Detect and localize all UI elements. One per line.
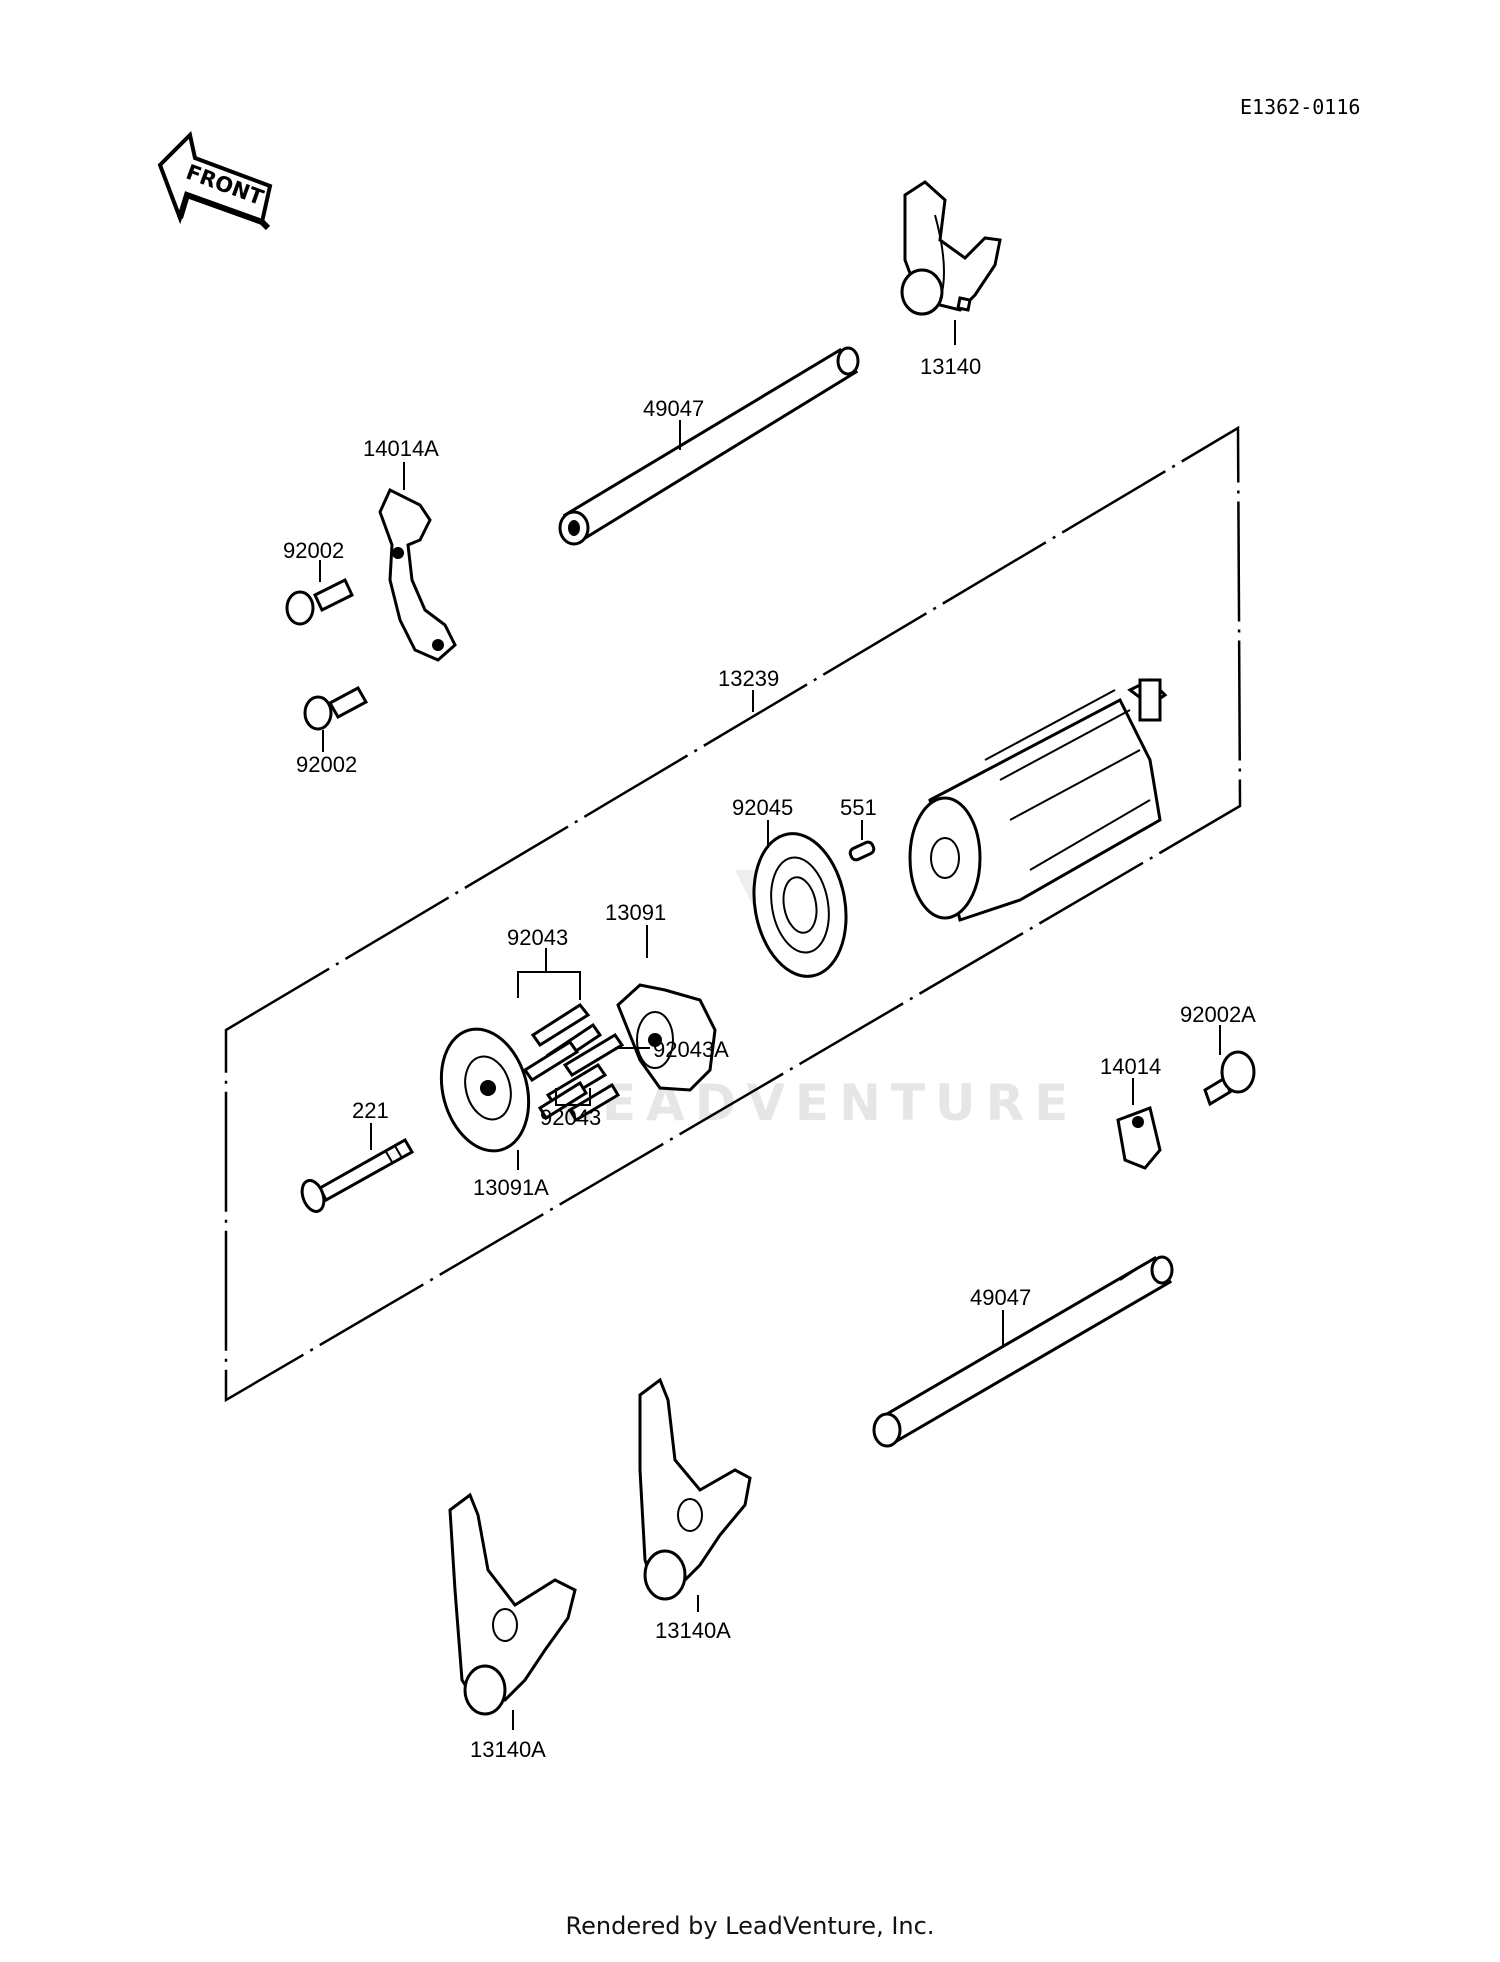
label-92043A: 92043A — [653, 1037, 729, 1062]
shift-fork-13140A-mid — [638, 1377, 752, 1601]
bolt-92002-b — [303, 685, 369, 731]
label-92045: 92045 — [732, 795, 793, 820]
cam-plate-13091A — [439, 1027, 531, 1153]
label-13140A-mid: 13140A — [655, 1618, 731, 1643]
label-13140: 13140 — [920, 354, 981, 379]
front-arrow-icon: FRONT — [157, 130, 273, 231]
reference-code: E1362-0116 — [1240, 95, 1360, 119]
bolt-92002A — [1203, 1050, 1256, 1107]
pin-551 — [848, 840, 876, 862]
label-221: 221 — [352, 1098, 389, 1123]
label-92002-a: 92002 — [283, 538, 344, 563]
washer-14014 — [1116, 1105, 1162, 1170]
shaft-49047-top — [558, 346, 860, 546]
shift-fork-13140 — [900, 180, 1002, 316]
label-49047-bottom: 49047 — [970, 1285, 1031, 1310]
shaft-49047-bottom — [872, 1255, 1174, 1448]
shift-fork-13140A-low — [448, 1492, 577, 1716]
label-14014A: 14014A — [363, 436, 439, 461]
label-13140A-low: 13140A — [470, 1737, 546, 1762]
bracket-14014A — [378, 487, 457, 662]
label-49047-top: 49047 — [643, 396, 704, 421]
screw-221 — [300, 1137, 415, 1213]
bolt-92002-a — [285, 577, 354, 626]
watermark-text: LEADVENTURE — [560, 1074, 1078, 1132]
shift-drum — [908, 678, 1168, 922]
label-92043-b: 92043 — [540, 1105, 601, 1130]
holder-13091 — [616, 983, 717, 1092]
pins-92043 — [522, 1003, 625, 1123]
bearing-92045 — [752, 832, 848, 978]
footer-credit: Rendered by LeadVenture, Inc. — [565, 1912, 935, 1940]
label-14014: 14014 — [1100, 1054, 1161, 1079]
label-92002-b: 92002 — [296, 752, 357, 777]
label-13239: 13239 — [718, 666, 779, 691]
label-92002A: 92002A — [1180, 1002, 1256, 1027]
label-13091: 13091 — [605, 900, 666, 925]
label-551: 551 — [840, 795, 877, 820]
assembly-outline — [224, 425, 1242, 1403]
label-13091A: 13091A — [473, 1175, 549, 1200]
label-92043-a: 92043 — [507, 925, 568, 950]
